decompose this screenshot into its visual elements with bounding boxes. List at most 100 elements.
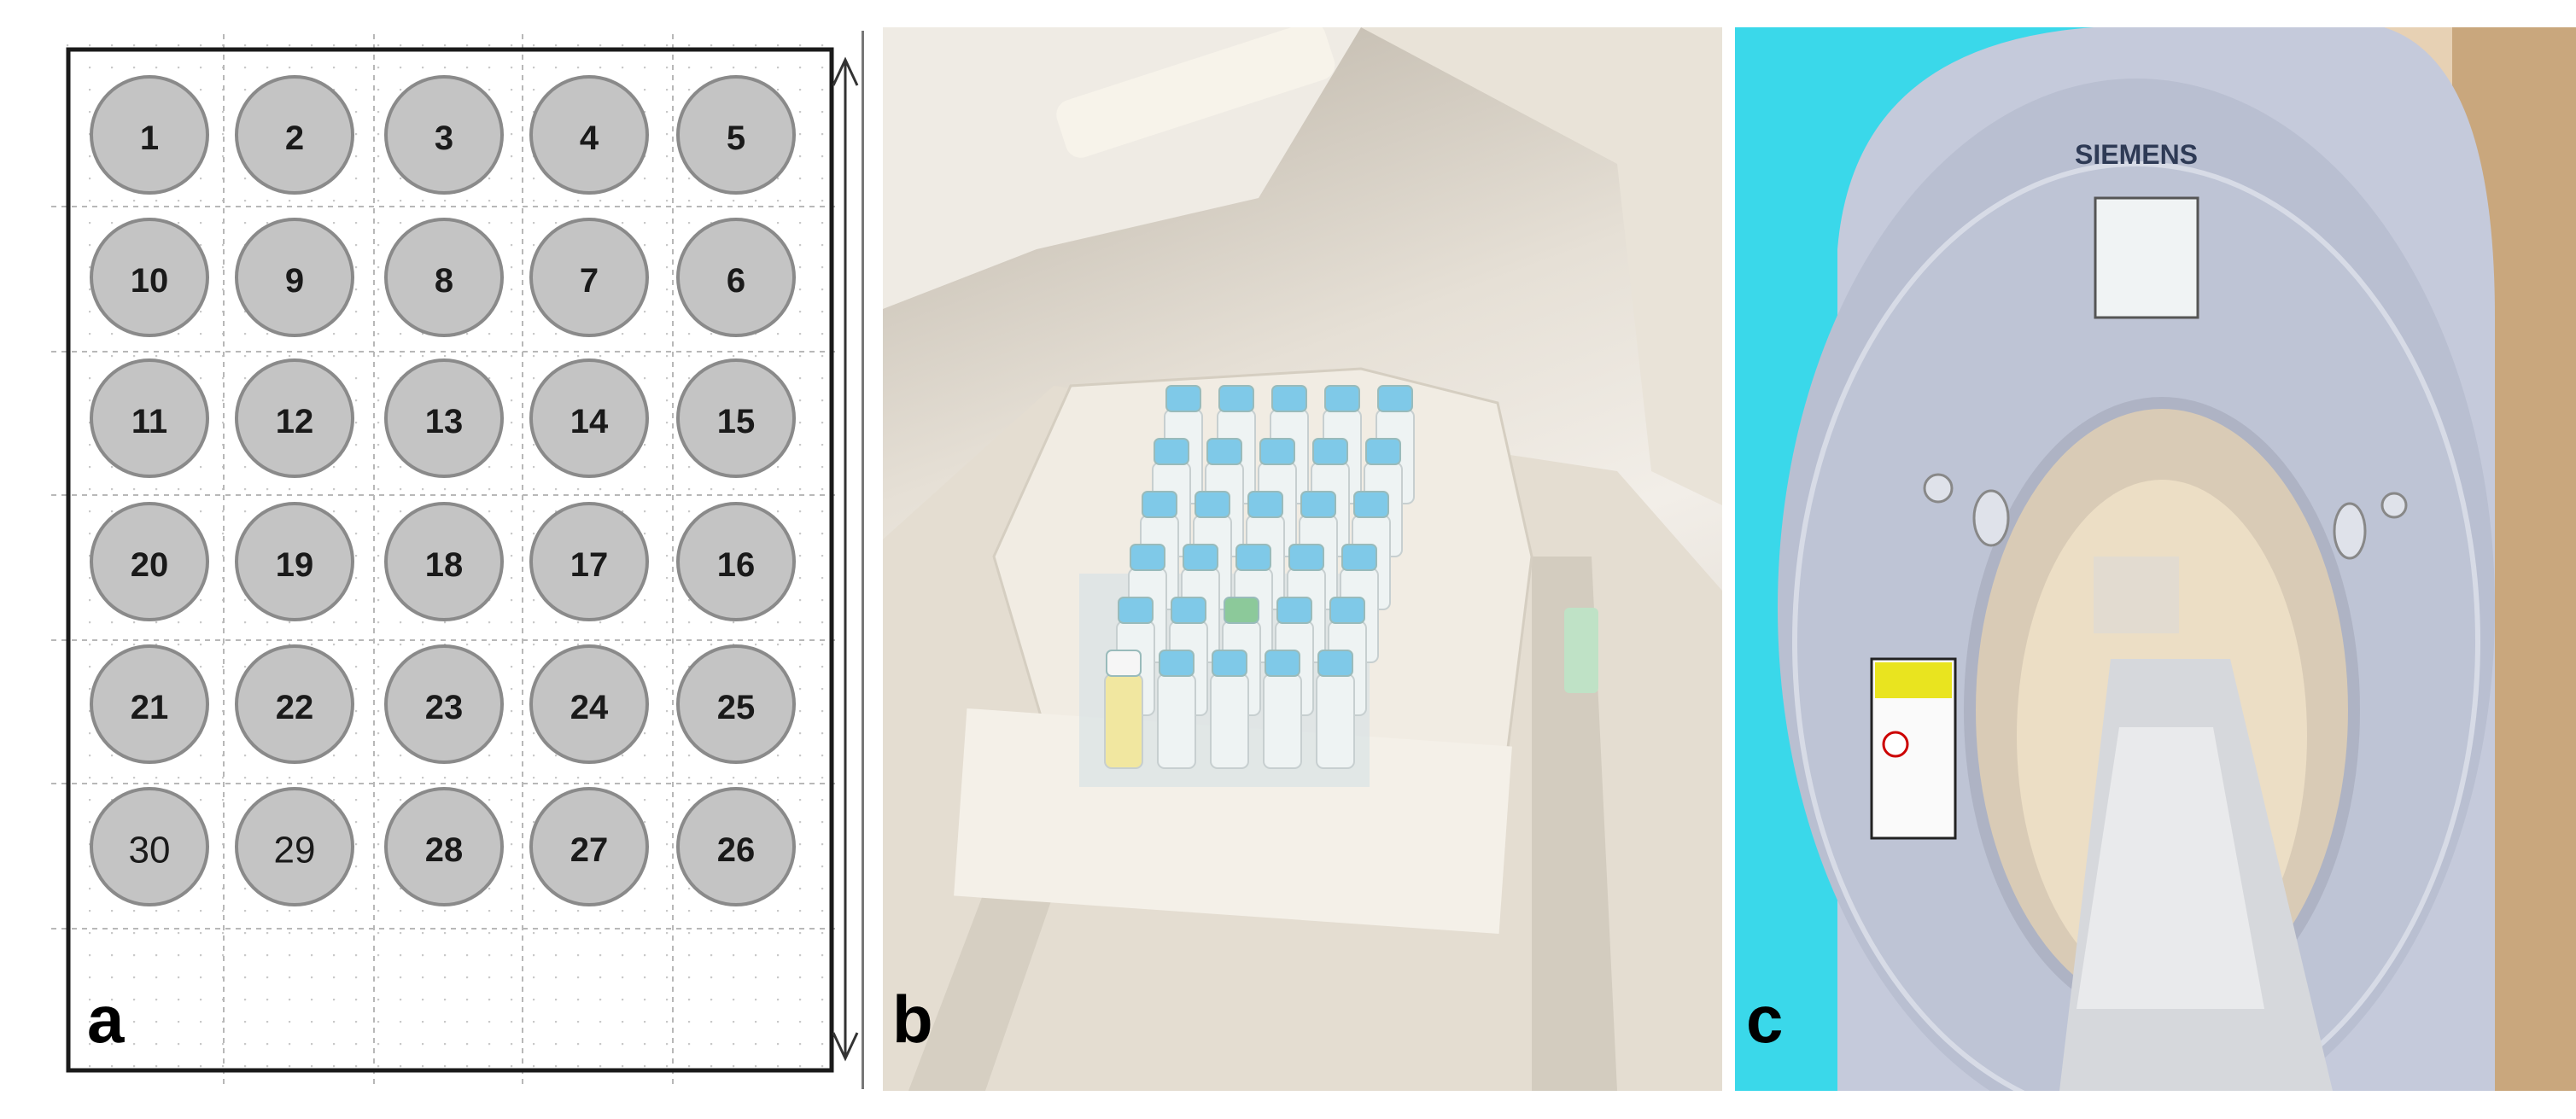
vial-cap [1212,650,1247,677]
vial-number: 1 [140,119,159,157]
vial-number: 25 [717,689,756,726]
vial-circle [529,218,649,337]
vial-circle [235,358,354,478]
vial-cap [1341,544,1377,571]
vial-cap [1377,385,1413,412]
panel-label-c: c [1746,982,1784,1057]
vial-circle [529,502,649,621]
mri-scanner-photo: SIEMENS [1735,27,2576,1091]
vial-number: 27 [570,831,609,869]
vial-cap [1206,438,1242,465]
vial-bottle [1210,673,1249,769]
vial-number: 2 [285,119,304,157]
vial-circle [235,644,354,764]
vial-number: 15 [717,403,756,440]
vial-circle [676,358,796,478]
vial-number: 13 [425,403,464,440]
vial-cap [1312,438,1348,465]
vial-circle [235,502,354,621]
knob-left [1923,473,1954,504]
vial-number: 16 [717,546,756,584]
vial-circle [384,358,504,478]
grid-lines [51,34,837,1084]
vial-bottle [1316,673,1355,769]
vial-number: 12 [276,403,314,440]
vial-cap [1353,491,1389,518]
vial-circle [529,75,649,195]
vial-cap [1247,491,1283,518]
vial-circle [529,787,649,906]
vial-number: 3 [435,119,453,157]
vial-number: 11 [131,403,167,440]
panel-divider [862,31,864,1089]
vial-number: 6 [727,262,745,300]
vial-number: 8 [435,262,453,300]
vial-cap [1317,650,1353,677]
panel-label-a: a [87,982,125,1057]
vial-circle [90,644,209,764]
vial-circle [676,75,796,195]
vial-circle [90,787,209,906]
layout-frame [66,47,834,1073]
vial-number: 14 [570,403,609,440]
coil-in-bore [2094,557,2179,633]
bore-wall-right [1361,27,1722,505]
vial-number: 30 [129,830,171,871]
vial-circle [676,502,796,621]
vial-cap [1142,491,1177,518]
knob-right [2380,492,2408,519]
vial-cap [1183,544,1218,571]
vial-number: 29 [274,830,316,871]
vial-number: 4 [580,119,599,157]
vial-number: 22 [276,689,314,726]
vial-number: 23 [425,689,464,726]
phantom-vial-rack-photo [883,27,1722,1091]
vial-number: 28 [425,831,464,869]
panel-c-mri-photo: SIEMENS c [1735,27,2576,1091]
vial-cap [1271,385,1307,412]
vial-circle [384,75,504,195]
vial-number: 24 [570,689,609,726]
vial-number: 5 [727,119,745,157]
vial-cap [1218,385,1254,412]
warning-symbol-icon [1882,731,1909,758]
vial-circle [529,644,649,764]
vial-circle [90,75,209,195]
vial-number: 10 [131,262,169,300]
vial-cap [1235,544,1271,571]
vial-bottle [1157,673,1196,769]
vial-circle [676,644,796,764]
warning-sign-header [1875,662,1952,698]
vial-cap [1324,385,1360,412]
table-mat [2077,727,2264,1009]
scanner-brand-logo: SIEMENS [2075,139,2198,170]
vial-circle [529,358,649,478]
vial-cap [1300,491,1336,518]
button-left [1972,489,2010,547]
vial-cap [1118,597,1154,624]
vial-bottle [1104,673,1143,769]
vial-number: 7 [580,262,599,300]
vial-cap [1288,544,1324,571]
button-right [2333,502,2367,560]
vial-circle [90,502,209,621]
vial-circle [90,218,209,337]
vial-cap [1195,491,1230,518]
vial-number: 19 [276,546,314,584]
vial-number: 18 [425,546,464,584]
vial-cap [1276,597,1312,624]
vial-number: 26 [717,831,756,869]
panel-b-phantom-photo: b [883,27,1722,1091]
vial-cap [1171,597,1206,624]
vial-cap [1165,385,1201,412]
vial-circle [235,75,354,195]
vial-cap [1154,438,1189,465]
vial-number: 9 [285,262,304,300]
vial-cap [1106,650,1142,677]
reference-bottle [1564,608,1598,693]
vial-circle [676,218,796,337]
bore-light [1056,27,1335,158]
vial-circle [235,787,354,906]
